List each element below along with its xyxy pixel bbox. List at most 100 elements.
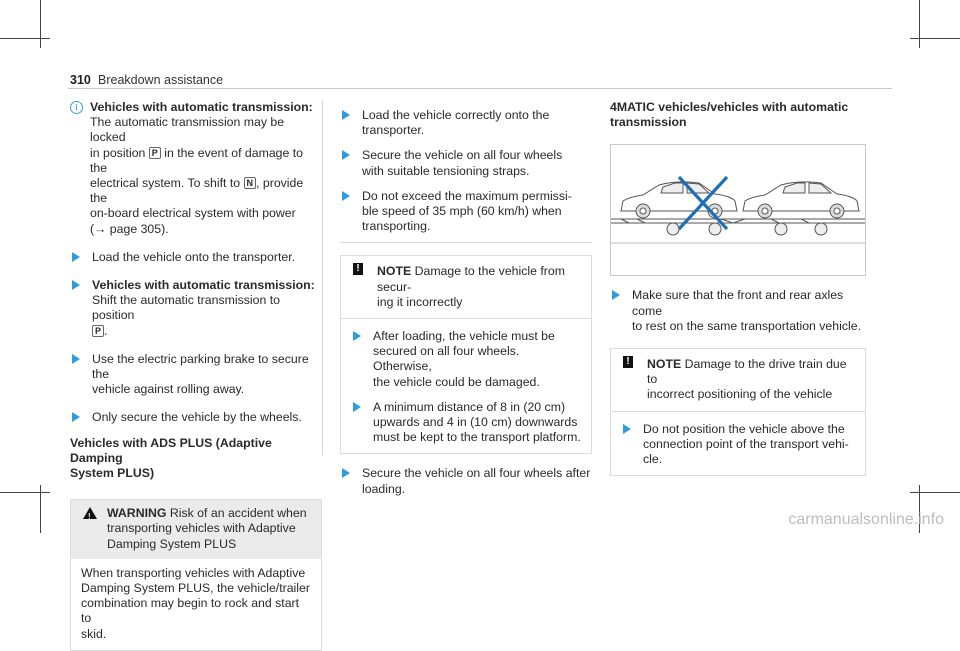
arrow-right-icon bbox=[342, 110, 350, 120]
note-body: Do not position the vehicle above the co… bbox=[611, 410, 865, 476]
warning-triangle-icon bbox=[83, 507, 97, 524]
car-icon bbox=[742, 181, 860, 219]
note-text: electrical system. To shift to bbox=[90, 176, 241, 191]
step-text: Only secure the vehicle by the wheels. bbox=[92, 410, 302, 425]
warning-body-text: When transporting vehicles with Adaptive bbox=[81, 565, 306, 580]
note-text: , provide the bbox=[90, 176, 304, 206]
note-label: NOTE bbox=[647, 357, 682, 372]
warning-text: transporting vehicles with Adaptive bbox=[107, 521, 296, 536]
step-text: upwards and 4 in (10 cm) downwards bbox=[373, 415, 578, 430]
note-block: i Vehicles with automatic transmission: … bbox=[70, 100, 322, 237]
note-text: ing it incorrectly bbox=[377, 294, 463, 309]
warning-body-text: skid. bbox=[81, 626, 107, 641]
step-item: Vehicles with automatic transmission: Sh… bbox=[70, 278, 322, 339]
step-item: Make sure that the front and rear axles … bbox=[610, 288, 866, 334]
step-text: secured on all four wheels. Otherwise, bbox=[373, 344, 520, 374]
step-text: Shift the automatic transmission to posi… bbox=[92, 293, 280, 323]
step-item: Load the vehicle onto the transporter. bbox=[70, 250, 322, 265]
step-text: loading. bbox=[362, 481, 406, 496]
step-text: Do not exceed the maximum permissi- bbox=[362, 188, 572, 203]
note-box: ! NOTE Damage to the drive train due to … bbox=[610, 348, 866, 477]
note-text: The automatic transmission may be locked bbox=[90, 115, 285, 145]
section-title: transmission bbox=[610, 115, 687, 130]
car-transport-figure bbox=[611, 176, 865, 244]
step-text: must be kept to the transport platform. bbox=[373, 430, 581, 445]
page-reference-link[interactable]: (→ page 305). bbox=[90, 221, 169, 236]
crop-mark bbox=[40, 485, 41, 533]
warning-text: Risk of an accident when bbox=[169, 506, 307, 521]
step-text: A minimum distance of 8 in (20 cm) bbox=[373, 399, 566, 414]
gear-p-symbol: P bbox=[148, 146, 161, 159]
step-text: Make sure that the front and rear axles … bbox=[632, 288, 844, 318]
step-text: the vehicle could be damaged. bbox=[373, 374, 540, 389]
step-text: Do not position the vehicle above the bbox=[643, 421, 845, 436]
section-title: System PLUS) bbox=[70, 466, 155, 481]
header-rule bbox=[68, 88, 892, 89]
gear-p-symbol: P bbox=[92, 324, 105, 337]
step-text: transporting. bbox=[362, 219, 431, 234]
arrow-right-icon bbox=[623, 423, 631, 434]
step-text: vehicle against rolling away. bbox=[92, 382, 245, 397]
arrow-right-icon bbox=[342, 468, 350, 479]
step-item: Load the vehicle correctly onto the tran… bbox=[340, 108, 582, 138]
note-text: in the event of damage to the bbox=[90, 145, 304, 175]
arrow-right-icon bbox=[342, 190, 350, 201]
step-text: After loading, the vehicle must be bbox=[373, 329, 555, 344]
page-number: 310 bbox=[70, 73, 91, 87]
step-text: Secure the vehicle on all four wheels bbox=[362, 148, 563, 163]
transport-illustration bbox=[610, 144, 866, 277]
step-item: Secure the vehicle on all four wheels wi… bbox=[340, 148, 582, 178]
crop-mark bbox=[910, 38, 960, 39]
note-header: ! NOTE Damage to the drive train due to … bbox=[611, 349, 865, 411]
arrow-right-icon bbox=[353, 401, 361, 412]
step-text: Load the vehicle correctly onto the bbox=[362, 108, 550, 122]
warning-header: WARNING Risk of an accident when transpo… bbox=[71, 500, 321, 559]
arrow-right-icon bbox=[353, 331, 361, 342]
exclamation-icon: ! bbox=[353, 263, 363, 276]
step-text: transporter. bbox=[362, 123, 425, 138]
step-text: Load the vehicle onto the transporter. bbox=[92, 249, 296, 264]
arrow-right-icon bbox=[72, 251, 80, 262]
step-item: A minimum distance of 8 in (20 cm) upwar… bbox=[351, 400, 581, 446]
note-text: on-board electrical system with power bbox=[90, 206, 296, 221]
step-text: cle. bbox=[643, 452, 663, 467]
section-title: 4MATIC vehicles/vehicles with automatic bbox=[610, 100, 849, 114]
note-text: in position bbox=[90, 145, 146, 160]
note-text: Damage to the vehicle from secur- bbox=[377, 264, 565, 294]
warning-body-text: Damping System PLUS, the vehicle/trailer bbox=[81, 581, 310, 596]
step-item: Do not exceed the maximum permissi- ble … bbox=[340, 189, 582, 235]
transport-platform bbox=[611, 218, 865, 224]
step-item: Use the electric parking brake to secure… bbox=[70, 352, 322, 398]
step-text: Secure the vehicle on all four wheels af… bbox=[362, 466, 591, 481]
platform-wheel-icon bbox=[666, 222, 828, 236]
step-text: Use the electric parking brake to secure… bbox=[92, 351, 309, 382]
step-item: After loading, the vehicle must be secur… bbox=[351, 329, 581, 390]
crop-mark bbox=[40, 0, 41, 48]
column-divider bbox=[322, 100, 323, 455]
step-item: Only secure the vehicle by the wheels. bbox=[70, 410, 322, 425]
step-title: Vehicles with automatic transmission: bbox=[92, 278, 315, 293]
crop-mark bbox=[910, 492, 960, 493]
note-text: incorrect positioning of the vehicle bbox=[647, 387, 833, 402]
watermark: carmanualsonline.info bbox=[788, 511, 944, 528]
page-header-title: Breakdown assistance bbox=[98, 73, 224, 87]
note-body: After loading, the vehicle must be secur… bbox=[341, 318, 591, 453]
arrow-right-icon bbox=[72, 412, 80, 423]
step-text: connection point of the transport vehi- bbox=[643, 436, 849, 451]
crop-mark bbox=[0, 38, 50, 39]
note-title: Vehicles with automatic transmission: bbox=[90, 100, 313, 114]
note-header: ! NOTE Damage to the vehicle from secur-… bbox=[341, 256, 591, 318]
crop-mark bbox=[0, 492, 50, 493]
crop-mark bbox=[919, 0, 920, 48]
column-3: 4MATIC vehicles/vehicles with automatic … bbox=[610, 100, 866, 477]
arrow-right-icon bbox=[342, 150, 350, 161]
cross-icon bbox=[677, 176, 729, 231]
note-label: NOTE bbox=[377, 264, 412, 279]
arrow-right-icon bbox=[72, 353, 80, 364]
column-1: i Vehicles with automatic transmission: … bbox=[70, 100, 322, 651]
car-icon bbox=[620, 181, 738, 219]
warning-body: When transporting vehicles with Adaptive… bbox=[71, 559, 321, 650]
note-box: ! NOTE Damage to the vehicle from secur-… bbox=[340, 255, 592, 455]
section-title: Vehicles with ADS PLUS (Adaptive Damping bbox=[70, 435, 272, 465]
steps-box: Load the vehicle correctly onto the tran… bbox=[340, 100, 592, 244]
